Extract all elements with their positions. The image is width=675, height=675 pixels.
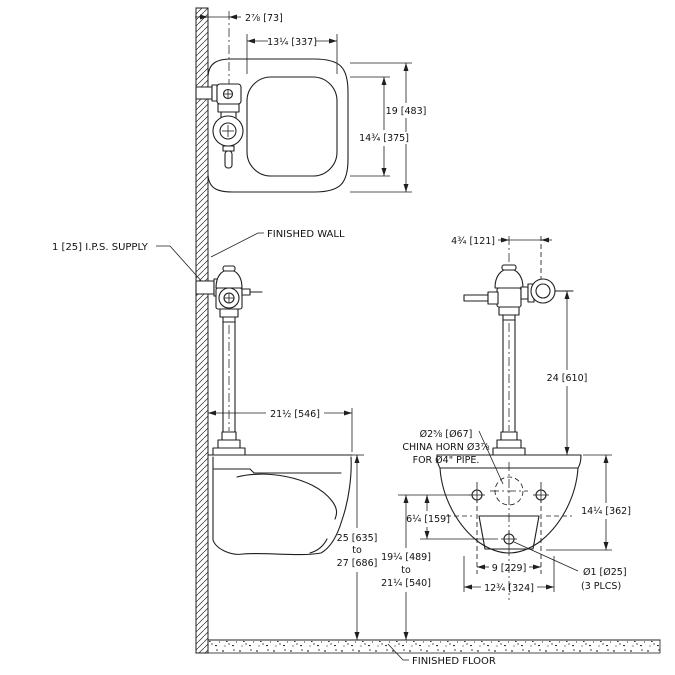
dim-label-outlet-height-to: to (401, 565, 411, 576)
dim-label-outlet-height-1: 19¼ [489] (381, 552, 431, 563)
dim-label-base-width: 12¾ [324] (484, 583, 534, 594)
dim-side-depth: 21½ [546] (208, 408, 353, 452)
mounting-hole-right (533, 487, 549, 503)
dim-base-width: 12¾ [324] (463, 556, 555, 594)
finished-wall-label: FINISHED WALL (267, 229, 345, 240)
finished-wall-callout: FINISHED WALL (210, 229, 345, 258)
mounting-hole-bottom (501, 531, 517, 547)
dim-label-rim-height-1: 25 [635] (337, 533, 378, 544)
mounting-hole-left (469, 487, 485, 503)
dim-label-outlet-height-2: 21¼ [540] (381, 578, 431, 589)
dim-rim-height: 25 [635] to 27 [686] (337, 454, 378, 640)
finished-wall-section (195, 7, 209, 654)
dim-label-bowl-inner-depth: 14¾ [375] (359, 133, 409, 144)
dim-plan-overall: 19 [483] (350, 62, 427, 193)
mount-holes-callout: Ø1 [Ø25] (3 PLCS) (513, 541, 627, 592)
dim-supply-height: 24 [610] (547, 291, 588, 455)
side-view-flush-valve (195, 265, 263, 456)
dim-label-side-depth: 21½ [546] (270, 409, 320, 420)
plan-view-flush-valve (195, 83, 244, 169)
mount-holes-label-2: (3 PLCS) (581, 581, 621, 592)
dim-valve-offset: 4¾ [121] (451, 236, 552, 247)
dim-hole-spacing: 9 [229] (477, 563, 541, 574)
side-view-bowl (207, 454, 353, 556)
dim-label-valve-offset: 4¾ [121] (451, 236, 495, 247)
dim-bowl-inner-width: 13¼ [337] (246, 34, 338, 74)
dim-label-hole-vertical: 6¼ [159] (406, 514, 450, 525)
dim-label-bowl-inner-width: 13¼ [337] (267, 37, 317, 48)
front-view-flush-valve (463, 264, 574, 456)
dim-label-plan-overall: 19 [483] (386, 106, 427, 117)
dim-hole-vertical: 6¼ [159] (406, 495, 498, 540)
china-horn-hole (490, 476, 528, 506)
ips-supply-label: 1 [25] I.P.S. SUPPLY (52, 242, 149, 253)
spud-dia-label: Ø2⅝ [Ø67] (420, 429, 473, 440)
dim-bowl-inner-depth: 14¾ [375] (350, 76, 411, 177)
dim-label-rim-height-2: 27 [686] (337, 558, 378, 569)
plan-view-bowl (207, 58, 349, 193)
china-horn-callout: Ø2⅝ [Ø67] CHINA HORN Ø3⅞ FOR Ø4" PIPE. (402, 429, 504, 485)
dim-wall-to-valve: 2⅞ [73] (195, 13, 283, 24)
mount-holes-label-1: Ø1 [Ø25] (583, 567, 627, 578)
dim-label-wall-to-valve: 2⅞ [73] (245, 13, 283, 24)
dim-outlet-height: 19¼ [489] to 21¼ [540] (381, 494, 470, 640)
front-view-bowl (436, 454, 582, 600)
china-horn-label-2: FOR Ø4" PIPE. (413, 455, 480, 466)
ips-supply-callout: 1 [25] I.P.S. SUPPLY (52, 242, 205, 285)
dim-overall-height: 14¼ [362] (546, 454, 631, 551)
finished-floor-section (207, 639, 661, 654)
dim-label-hole-spacing: 9 [229] (492, 563, 527, 574)
finished-floor-label: FINISHED FLOOR (412, 656, 496, 667)
dim-label-rim-height-to: to (352, 545, 362, 556)
finished-floor-callout: FINISHED FLOOR (387, 643, 496, 667)
china-horn-label-1: CHINA HORN Ø3⅞ (402, 442, 489, 453)
dim-label-overall-height: 14¼ [362] (581, 506, 631, 517)
dim-label-supply-height: 24 [610] (547, 373, 588, 384)
